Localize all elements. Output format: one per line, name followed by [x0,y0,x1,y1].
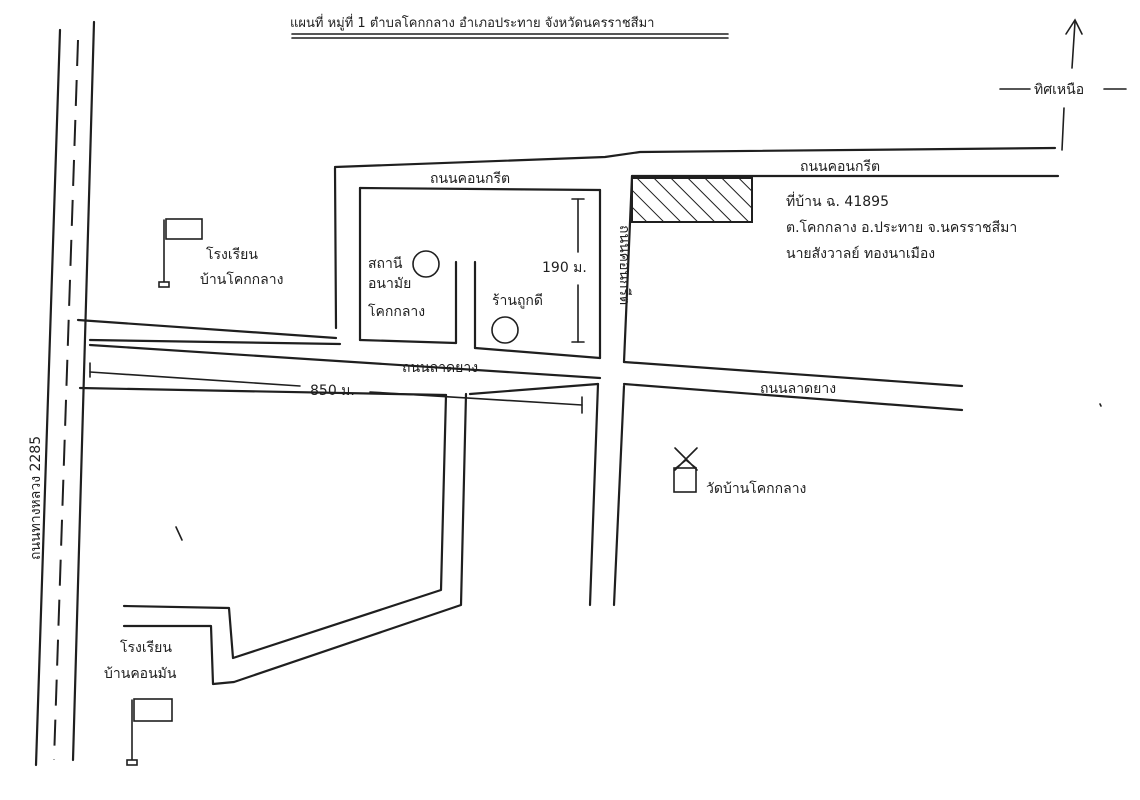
road-to-school-khon-man [122,392,468,686]
health-station-label-2: อนามัย [368,276,411,292]
temple: วัดบ้านโคกกลาง [673,447,806,497]
shop-icon [491,316,519,344]
plot-address-label: ต.โคกกลาง อ.ประทาย จ.นครราชสีมา [786,219,1017,236]
laterite-road-label-center: ถนนลาดยาง [402,360,478,376]
concrete-road-label-left: ถนนคอนกรีต [430,171,510,187]
concrete-road-label-right: ถนนคอนกรีต [800,159,880,175]
concrete-road-vertical: ถนนคอนกรีต [616,174,634,364]
school-khon-man-label-1: โรงเรียน [120,639,172,656]
school-khon-man-label-2: บ้านคอนมัน [104,666,177,682]
plot-hatched-area [631,177,753,223]
north-indicator: ทิศเหนือ [999,18,1127,151]
plot-owner-label: นายสังวาลย์ ทองนาเมือง [786,245,935,262]
plot-deed-label: ที่บ้าน ฉ. 41895 [786,192,889,210]
flag-icon-2 [133,698,173,722]
map-title: แผนที่ หมู่ที่ 1 ตำบลโคกกลาง อำเภอประทาย… [290,14,654,31]
school-khok-klang-label-2: บ้านโคกกลาง [200,271,283,288]
highway-label: ถนนทางหลวง 2285 [28,436,44,560]
distance-190-label: 190 ม. [542,260,587,276]
side-road-school [76,166,342,346]
health-station-label-1: สถานี [368,256,403,272]
flag-icon [165,218,203,240]
health-station: สถานี อนามัย โคกกลาง [368,250,440,320]
temple-label: วัดบ้านโคกกลาง [706,480,806,497]
distance-850: 850 ม. [89,362,583,414]
temple-icon [673,467,697,493]
distance-190: 190 ม. [542,198,587,343]
north-arrow-icon [1071,21,1076,69]
shop: ร้านถูกดี [491,293,543,344]
health-station-icon [412,250,440,278]
health-station-label-3: โคกกลาง [368,303,425,320]
north-arrowhead-icon [1065,18,1083,35]
laterite-road: ถนนลาดยาง ถนนลาดยาง [78,343,964,412]
block-center [358,186,602,360]
north-label: ทิศเหนือ [1034,82,1084,98]
plot-parcel: ที่บ้าน ฉ. 41895 ต.โคกกลาง อ.ประทาย จ.นค… [631,177,1017,262]
school-khok-klang-label-1: โรงเรียน [206,246,258,263]
highway-2285: ถนนทางหลวง 2285 [28,20,96,767]
concrete-road-label-vertical: ถนนคอนกรีต [616,225,632,305]
school-khon-man: โรงเรียน บ้านคอนมัน [104,639,177,766]
concrete-road-upper: ถนนคอนกรีต ถนนคอนกรีต [333,146,1060,192]
school-khok-klang: โรงเรียน บ้านโคกกลาง [158,218,283,288]
distance-850-label: 850 ม. [310,383,355,399]
road-south-center [588,382,626,607]
laterite-road-label-right: ถนนลาดยาง [760,381,836,397]
shop-label: ร้านถูกดี [492,293,543,309]
